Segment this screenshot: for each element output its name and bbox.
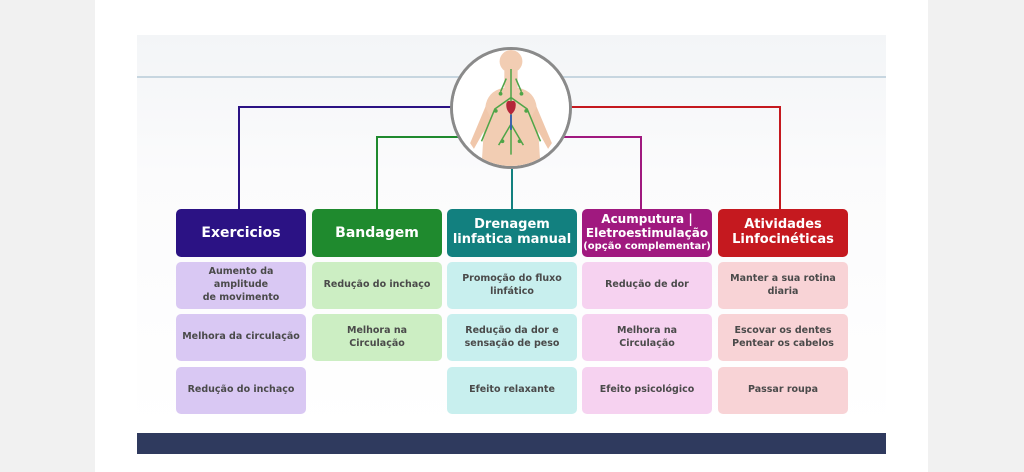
connector-bandagem xyxy=(376,136,470,209)
card-text: Efeito psicológico xyxy=(599,384,695,396)
connector-atividades xyxy=(570,106,781,209)
card-bandagem-1: Redução do inchaço xyxy=(312,262,442,309)
header-drenagem-line2: linfatica manual xyxy=(452,232,572,247)
card-text: diaria xyxy=(767,285,799,297)
header-bandagem: Bandagem xyxy=(312,209,442,257)
card-text: sensação de peso xyxy=(464,337,560,349)
card-text: Efeito relaxante xyxy=(469,384,555,396)
card-text: Redução da dor e xyxy=(465,324,559,336)
header-atividades-line2: Linfocinéticas xyxy=(732,232,834,247)
card-text: Escovar os dentes xyxy=(734,324,832,336)
card-text: de movimento xyxy=(202,291,280,303)
card-acupuntura-1: Redução de dor xyxy=(582,262,712,309)
header-exercicios-label: Exercicios xyxy=(201,224,281,241)
footer-bar xyxy=(137,433,886,454)
header-bandagem-label: Bandagem xyxy=(335,224,419,241)
card-text: Manter a sua rotina xyxy=(730,272,836,284)
connector-exercicios xyxy=(238,106,454,209)
header-exercicios: Exercicios xyxy=(176,209,306,257)
header-atividades: Atividades Linfocinéticas xyxy=(718,209,848,257)
card-acupuntura-2: Melhora na Circulação xyxy=(582,314,712,361)
header-acupuntura-line3: (opção complementar) xyxy=(583,241,711,253)
card-drenagem-3: Efeito relaxante xyxy=(447,367,577,414)
card-text: Aumento da amplitude xyxy=(208,266,274,291)
card-text: Melhora da circulação xyxy=(182,331,300,343)
card-text: linfático xyxy=(490,285,534,297)
header-acupuntura: Acumputura | Eletroestimulação (opção co… xyxy=(582,209,712,257)
header-atividades-line1: Atividades xyxy=(744,217,822,233)
card-text: Promoção do fluxo xyxy=(462,272,562,284)
connector-acupuntura xyxy=(555,136,642,209)
human-lymphatic-system-figure xyxy=(450,47,572,169)
card-exercicios-2: Melhora da circulação xyxy=(176,314,306,361)
card-text: Melhora na Circulação xyxy=(346,324,408,349)
card-text: Redução do inchaço xyxy=(187,384,295,396)
header-acupuntura-line1: Acumputura | xyxy=(601,212,693,227)
card-text: Redução de dor xyxy=(605,279,689,291)
card-atividades-3: Passar roupa xyxy=(718,367,848,414)
card-text: Redução do inchaço xyxy=(323,279,431,291)
card-text: Pentear os cabelos xyxy=(732,337,834,349)
card-acupuntura-3: Efeito psicológico xyxy=(582,367,712,414)
header-drenagem-line1: Drenagem xyxy=(474,217,550,233)
card-text: Passar roupa xyxy=(747,384,819,396)
card-bandagem-2: Melhora na Circulação xyxy=(312,314,442,361)
header-drenagem: Drenagem linfatica manual xyxy=(447,209,577,257)
card-text: Melhora na Circulação xyxy=(616,324,678,349)
header-acupuntura-line2: Eletroestimulação xyxy=(585,226,709,241)
card-exercicios-3: Redução do inchaço xyxy=(176,367,306,414)
